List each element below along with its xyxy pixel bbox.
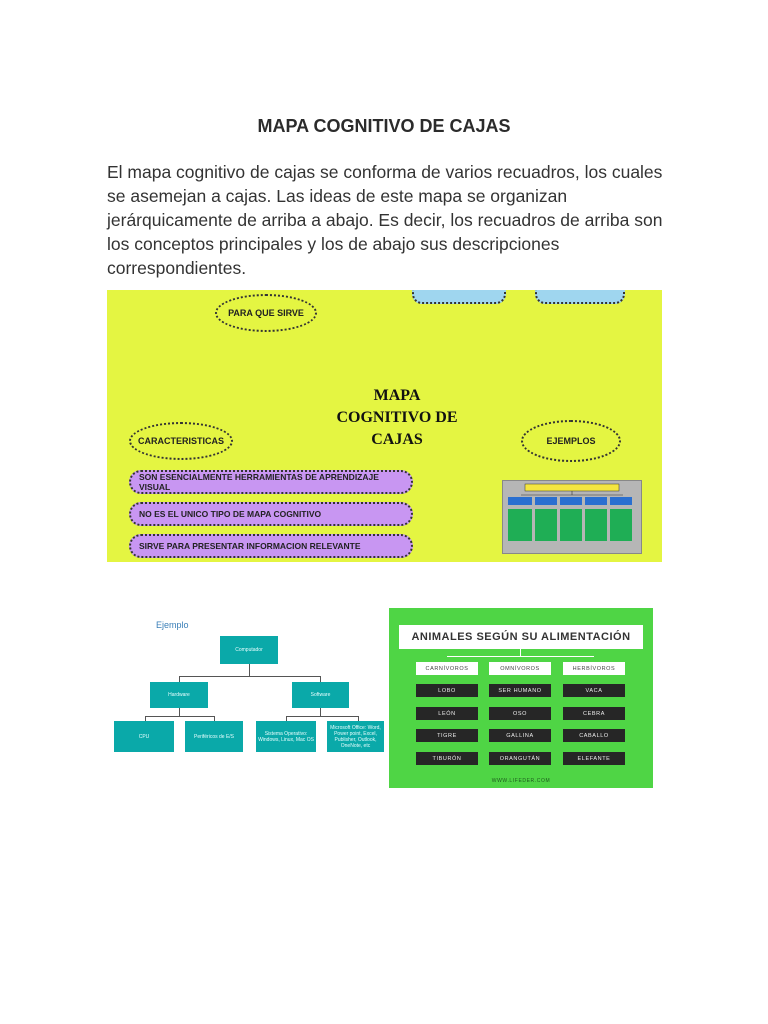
characteristic-pill: NO ES EL UNICO TIPO DE MAPA COGNITIVO <box>129 502 413 526</box>
animal-cell: LEÓN <box>416 707 478 720</box>
cloud-decoration <box>412 290 506 304</box>
connector <box>320 708 321 716</box>
cloud-para-que-sirve: PARA QUE SIRVE <box>215 294 317 332</box>
connector <box>145 716 215 717</box>
cloud-caracteristicas: CARACTERISTICAS <box>129 422 233 460</box>
characteristic-pill: SON ESENCIALMENTE HERRAMIENTAS DE APREND… <box>129 470 413 494</box>
computer-example-diagram: Ejemplo Computador Hardware Software CPU… <box>112 612 384 762</box>
software-box: Software <box>292 682 349 708</box>
connector <box>320 676 321 682</box>
animal-cell: CABALLO <box>563 729 625 742</box>
animal-cell: LOBO <box>416 684 478 697</box>
cpu-box: CPU <box>114 721 174 752</box>
animal-cell: TIGRE <box>416 729 478 742</box>
peripherals-box: Periféricos de E/S <box>185 721 243 752</box>
title-line: CAJAS <box>371 431 423 448</box>
title-line: COGNITIVO DE <box>336 409 458 426</box>
office-box: Microsoft Office: Word, Power point, Exc… <box>327 721 384 752</box>
animal-cell: GALLINA <box>489 729 551 742</box>
connector <box>520 649 521 656</box>
root-box: Computador <box>220 636 278 664</box>
title-line: MAPA <box>373 387 421 404</box>
header-carnivoros: CARNÍVOROS <box>416 662 478 675</box>
animal-cell: OSO <box>489 707 551 720</box>
infographic-title: ANIMALES SEGÚN SU ALIMENTACIÓN <box>399 625 643 649</box>
header-omnivoros: OMNÍVOROS <box>489 662 551 675</box>
connector <box>358 716 359 721</box>
intro-paragraph: El mapa cognitivo de cajas se conforma d… <box>107 162 663 278</box>
animal-cell: CEBRA <box>563 707 625 720</box>
mini-diagram-icon <box>508 483 632 541</box>
connector <box>179 676 320 677</box>
infographic-footer: WWW.LIFEDER.COM <box>491 778 551 784</box>
animal-cell: ORANGUTÁN <box>489 752 551 765</box>
page-title: MAPA COGNITIVO DE CAJAS <box>257 116 511 136</box>
example-thumbnail <box>502 480 642 554</box>
cloud-ejemplos: EJEMPLOS <box>521 420 621 462</box>
hardware-box: Hardware <box>150 682 208 708</box>
characteristic-pill: SIRVE PARA PRESENTAR INFORMACION RELEVAN… <box>129 534 413 558</box>
cloud-decoration <box>535 290 625 304</box>
connector <box>447 656 594 657</box>
connector <box>179 676 180 682</box>
connector <box>145 716 146 721</box>
os-box: Sistema Operativo: Windows, Linux, Mac O… <box>256 721 316 752</box>
connector <box>286 716 359 717</box>
animal-cell: TIBURÓN <box>416 752 478 765</box>
animals-diet-infographic: ANIMALES SEGÚN SU ALIMENTACIÓN CARNÍVORO… <box>389 608 653 788</box>
concept-map-image: PARA QUE SIRVE MAPA COGNITIVO DE CAJAS C… <box>107 290 662 562</box>
animal-cell: ELEFANTE <box>563 752 625 765</box>
connector <box>179 708 180 716</box>
animal-cell: SER HUMANO <box>489 684 551 697</box>
example-label: Ejemplo <box>156 620 189 630</box>
header-herbivoros: HERBÍVOROS <box>563 662 625 675</box>
concept-map-title: MAPA COGNITIVO DE CAJAS <box>327 385 467 451</box>
animal-cell: VACA <box>563 684 625 697</box>
connector <box>286 716 287 721</box>
connector <box>214 716 215 721</box>
connector <box>249 664 250 676</box>
